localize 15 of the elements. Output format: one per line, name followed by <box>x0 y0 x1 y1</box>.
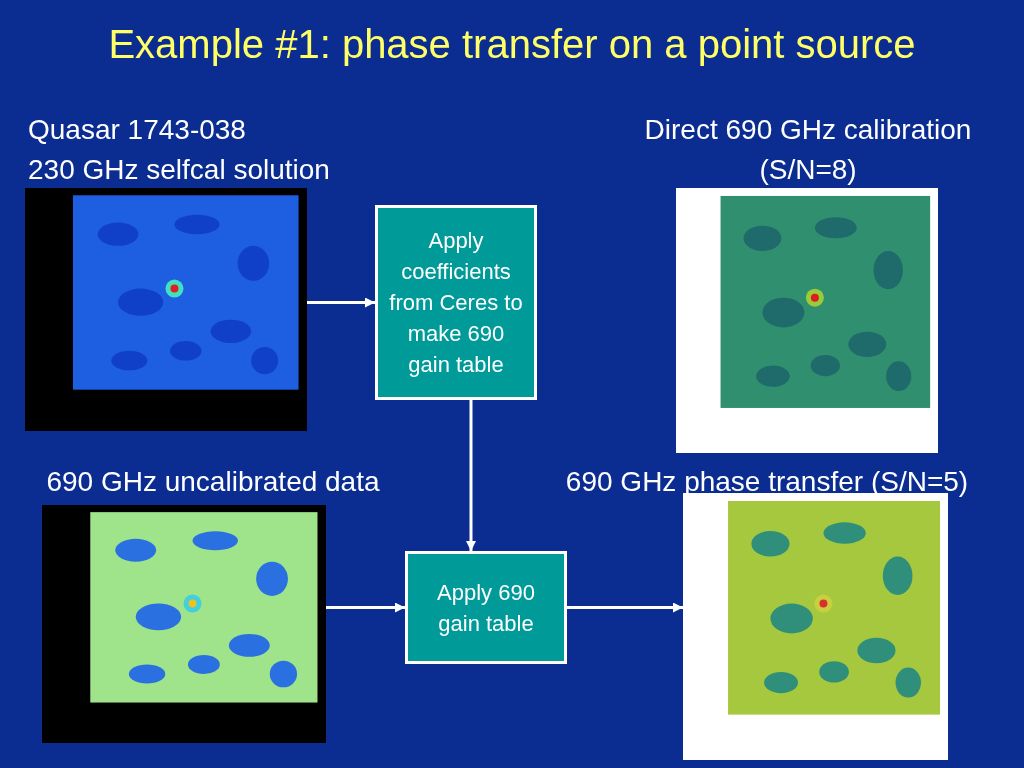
process-box <box>375 205 537 400</box>
arrow <box>466 400 476 551</box>
box-text: Apply 690 gain table <box>436 578 536 638</box>
arrow <box>307 297 375 308</box>
map-title: 230 GHz selfcal solution <box>28 153 330 187</box>
map-title: (S/N=8) <box>759 153 857 187</box>
map-title: Quasar 1743-038 <box>28 113 246 147</box>
slide-title: Example #1: phase transfer on a point source <box>107 22 917 67</box>
process-box <box>405 551 567 664</box>
map-title: 690 GHz phase transfer (S/N=5) <box>565 465 969 499</box>
arrow <box>326 602 405 613</box>
box-text: Apply coefficients from Ceres to make 690 gain table <box>388 227 524 379</box>
map-title: Direct 690 GHz calibration <box>644 113 972 147</box>
map-title: 690 GHz uncalibrated data <box>46 465 380 499</box>
arrow <box>567 602 683 613</box>
